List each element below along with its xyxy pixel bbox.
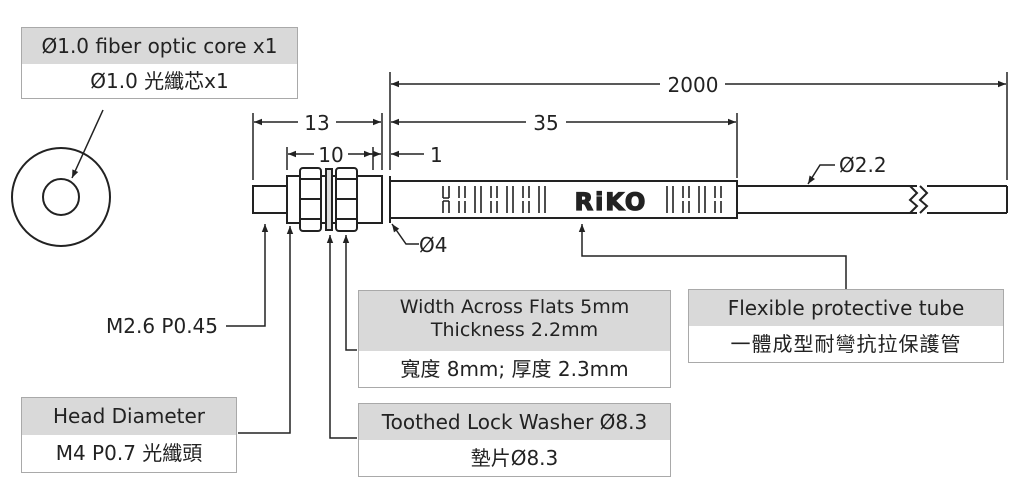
dim-1: 1: [430, 143, 443, 167]
dim-35: 35: [533, 111, 558, 135]
dim-13: 13: [304, 111, 329, 135]
lock-washer: [325, 168, 333, 231]
head-callout-zh: M4 P0.7 光纖頭: [55, 441, 203, 465]
tube-callout-en: Flexible protective tube: [689, 290, 1003, 326]
head-callout-box: Head Diameter M4 P0.7 光纖頭: [21, 397, 237, 473]
washer-callout-box: Toothed Lock Washer Ø8.3 墊片Ø8.3: [358, 403, 671, 477]
core-leader-line: [71, 109, 104, 179]
flats-thickness-text: Thickness 2.2mm: [430, 318, 599, 341]
strain-relief-boot: [389, 180, 738, 219]
dia4-leader: [391, 223, 419, 245]
dim-10: 10: [318, 143, 343, 167]
dia4-label: Ø4: [419, 233, 447, 257]
flats-callout-zh: 寬度 8mm; 厚度 2.3mm: [400, 357, 629, 381]
washer-callout-zh: 墊片Ø8.3: [470, 446, 559, 470]
boot-grooves: [442, 186, 722, 213]
sensor-body: [252, 167, 1008, 232]
dimension-lines: [254, 80, 1006, 158]
tube-callout-zh: 一體成型耐彎抗拉保護管: [730, 332, 962, 356]
flats-callout-en: Width Across Flats 5mm Thickness 2.2mm: [359, 291, 670, 351]
fiber-tip: [252, 185, 288, 214]
dim-total-length: 2000: [668, 73, 719, 97]
core-callout-box: Ø1.0 fiber optic core x1 Ø1.0 光纖芯x1: [21, 27, 298, 99]
fiber-core-end-view: [11, 147, 111, 247]
tube-callout-box: Flexible protective tube 一體成型耐彎抗拉保護管: [688, 289, 1004, 363]
cable-break-left: [908, 185, 919, 214]
brand-logo: RiKO: [575, 188, 648, 216]
core-callout-zh: Ø1.0 光纖芯x1: [90, 69, 229, 93]
thread-label: M2.6 P0.45: [106, 314, 218, 338]
core-callout-en: Ø1.0 fiber optic core x1: [22, 28, 297, 64]
dia22-label: Ø2.2: [839, 153, 887, 177]
flats-width-text: Width Across Flats 5mm: [399, 296, 630, 318]
callout-leaders: [226, 224, 847, 439]
flats-callout-box: Width Across Flats 5mm Thickness 2.2mm 寬…: [358, 290, 671, 388]
cable-break-right: [918, 185, 929, 214]
dia22-leader: [807, 164, 835, 185]
washer-callout-en: Toothed Lock Washer Ø8.3: [359, 404, 670, 440]
head-callout-en: Head Diameter: [22, 398, 236, 435]
extension-lines: [252, 72, 1008, 180]
